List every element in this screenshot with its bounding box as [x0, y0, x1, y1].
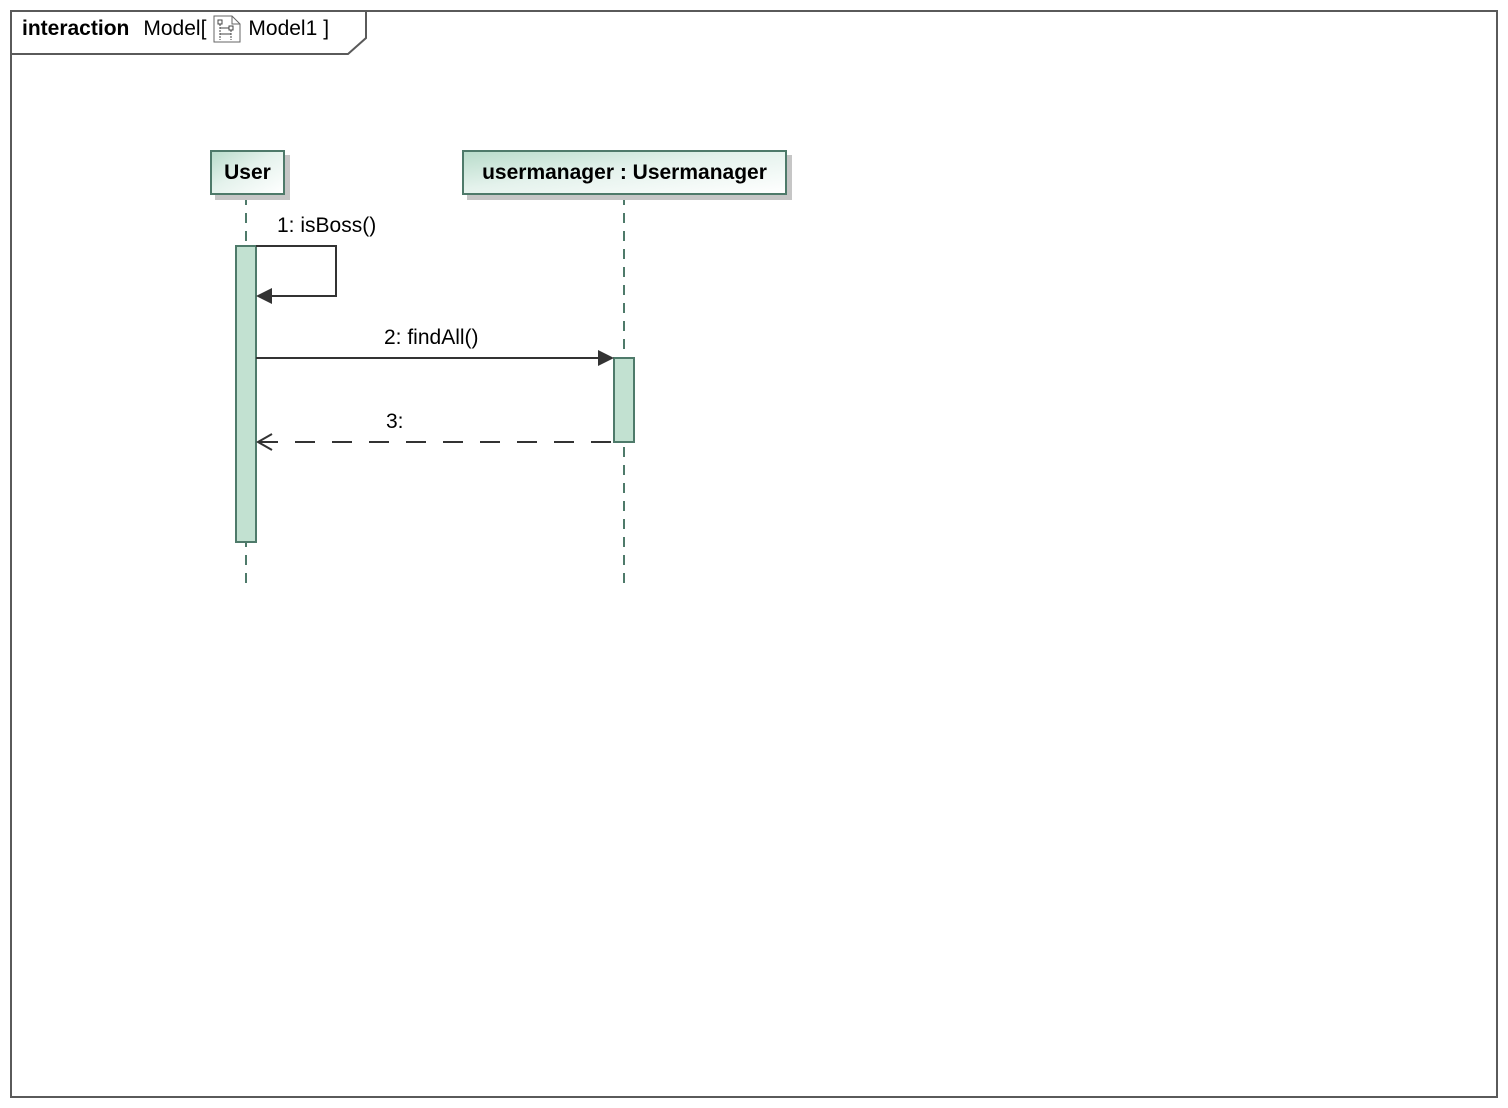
- activation-bar-usermanager: [613, 357, 635, 443]
- frame-keyword: interaction: [22, 17, 130, 40]
- frame-title: interaction Model [ Model1 ]: [22, 15, 330, 43]
- message-3-label: 3:: [386, 410, 404, 433]
- message-1-line: [256, 245, 337, 297]
- interaction-frame: [10, 10, 1498, 1098]
- frame-bracket-close: ]: [323, 17, 330, 40]
- frame-bracket-open: [: [200, 17, 207, 40]
- lifeline-head-usermanager[interactable]: usermanager : Usermanager: [462, 150, 787, 195]
- activation-bar-user: [235, 245, 257, 543]
- sequence-diagram-icon: [212, 15, 242, 43]
- frame-tab-outline: [10, 10, 367, 55]
- frame-name-prefix: Model: [143, 17, 201, 40]
- message-1-arrowhead: [256, 288, 272, 304]
- message-2-arrowhead: [598, 350, 614, 366]
- message-2-label: 2: findAll(): [384, 326, 479, 349]
- message-1-label: 1: isBoss(): [277, 214, 377, 237]
- frame-diagram-name: Model1: [248, 17, 318, 40]
- lifeline-head-user[interactable]: User: [210, 150, 285, 195]
- message-3-arrowhead: [255, 433, 273, 451]
